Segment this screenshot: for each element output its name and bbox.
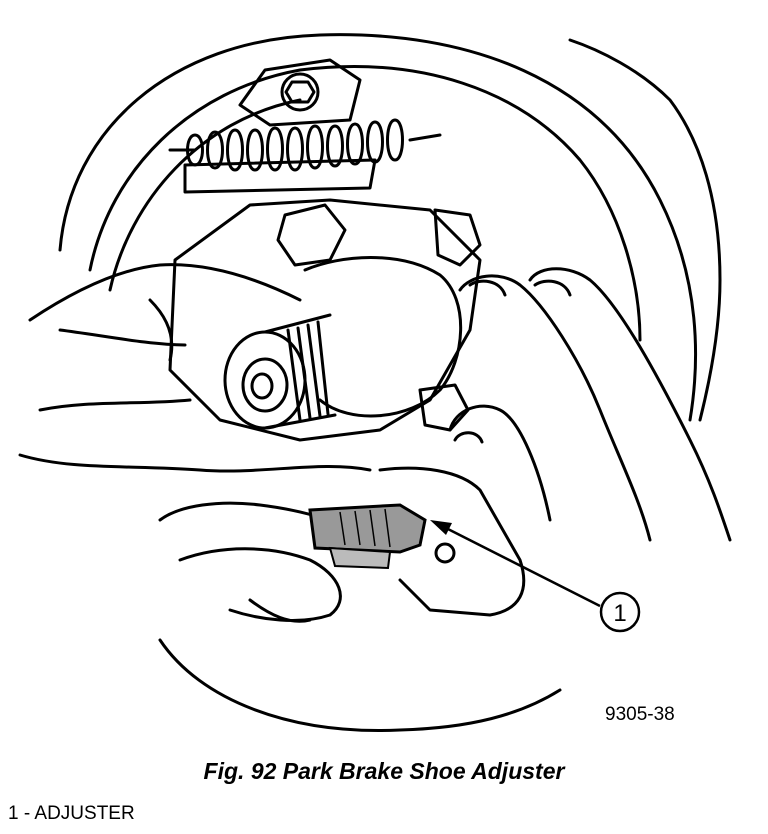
axle-spindle: [303, 256, 463, 418]
figure-legend: 1 - ADJUSTER: [8, 803, 135, 824]
brake-shoe-arc: [88, 65, 642, 342]
hub-bolt-lower: [418, 383, 470, 432]
strut-bar: [183, 158, 377, 194]
callout-leader: [430, 520, 601, 608]
left-hand-upper: [28, 263, 302, 412]
right-hand-fingers: [448, 267, 732, 542]
adjuster-pivot: [434, 542, 456, 564]
anchor-block: [238, 58, 362, 127]
figure-code: 9305-38: [605, 704, 675, 725]
left-hand-lower: [18, 453, 372, 623]
adjuster-bracket: [378, 466, 526, 617]
callout-1: 1: [599, 591, 641, 633]
figure-caption: Fig. 92 Park Brake Shoe Adjuster: [203, 758, 565, 784]
anchor-bolt: [280, 72, 320, 112]
backing-plate-outline: [58, 33, 698, 422]
adjuster-star-wheel: [308, 503, 427, 570]
return-spring: [168, 118, 442, 172]
brake-adjuster-illustration: 1: [18, 33, 732, 732]
callout-1-number: 1: [613, 600, 626, 627]
hub-bolt-upper: [276, 203, 347, 267]
hub-plate: [168, 198, 482, 442]
hub-bolt-right: [433, 208, 482, 267]
